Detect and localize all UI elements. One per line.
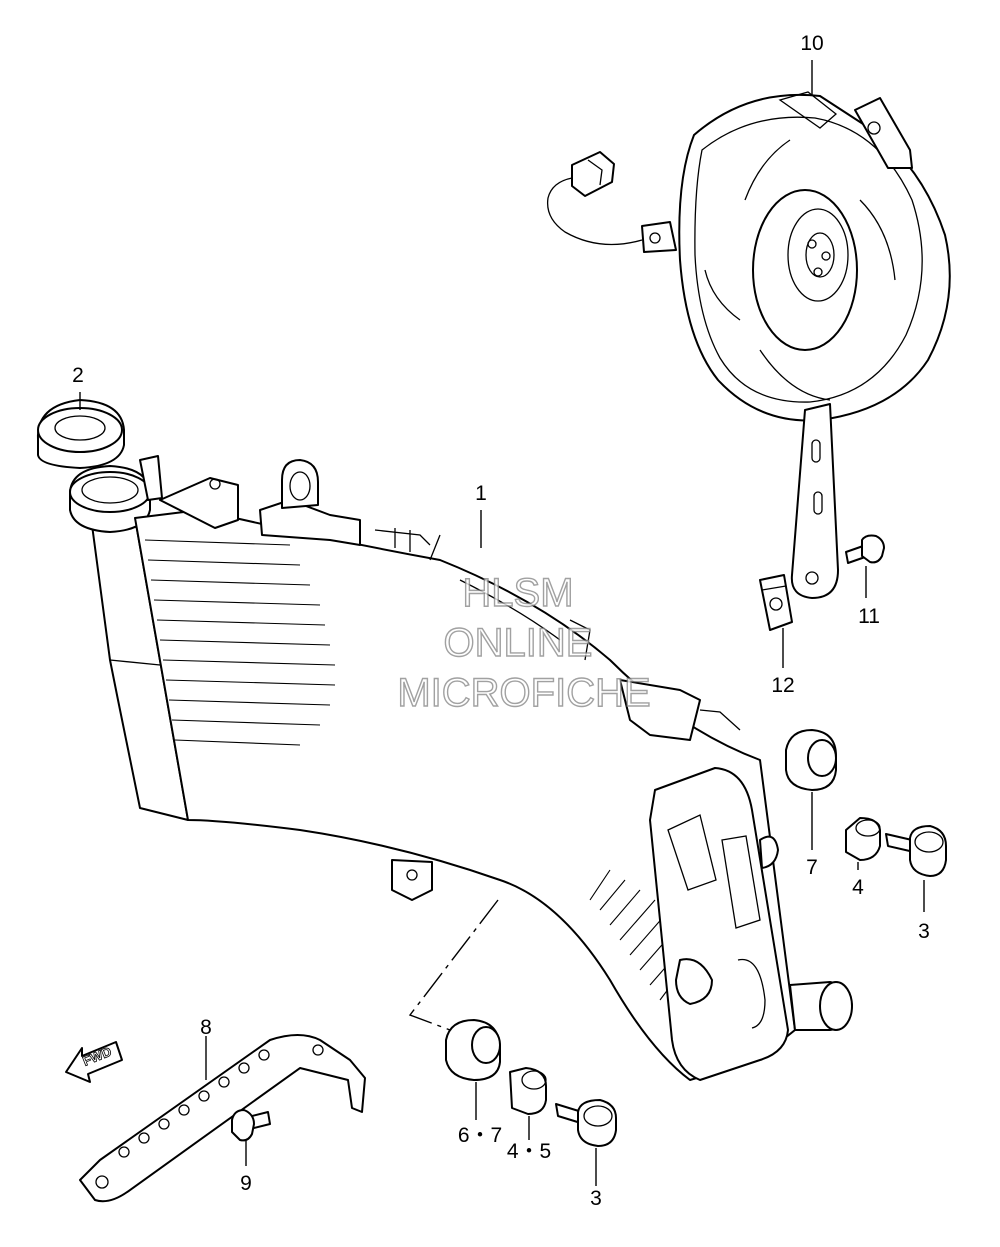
callout-7: 7: [806, 856, 818, 879]
watermark: HLSM ONLINE MICROFICHE: [397, 570, 652, 715]
watermark-line-2: ONLINE: [444, 621, 593, 665]
radiator: [69, 455, 853, 1081]
callout-1: 1: [475, 482, 487, 505]
callout-6-7: 6・7: [458, 1124, 502, 1147]
watermark-line-1: HLSM: [462, 571, 573, 615]
fwd-arrow-icon: FWD: [65, 1041, 123, 1083]
collar-lower: [509, 1067, 547, 1115]
radiator-cap: [36, 399, 125, 469]
cooling-fan: [546, 91, 951, 599]
callout-2: 2: [72, 364, 84, 387]
callout-10: 10: [800, 32, 823, 55]
radiator-bracket: [79, 1034, 366, 1203]
callout-3-lower: 3: [590, 1187, 602, 1210]
nut-clip-12: [759, 574, 793, 631]
callout-labels: 10 2 1 11 12 7 4 3 6・7 4・5 3 8 9: [72, 32, 930, 1210]
bolt-upper: [885, 825, 947, 877]
callout-8: 8: [200, 1016, 212, 1039]
callout-4: 4: [852, 876, 864, 899]
grommet-lower: [445, 1019, 501, 1081]
callout-11: 11: [858, 605, 880, 628]
leader-lines: [79, 60, 925, 1186]
callout-9: 9: [240, 1172, 252, 1195]
callout-4-5: 4・5: [507, 1140, 551, 1163]
grommet-upper: [785, 729, 837, 791]
collar-upper: [845, 817, 881, 861]
bolt-9: [231, 1109, 271, 1142]
callout-3-upper: 3: [918, 920, 930, 943]
watermark-line-3: MICROFICHE: [397, 671, 650, 715]
callout-12: 12: [771, 674, 794, 697]
bolt-11: [845, 534, 885, 564]
bolt-lower: [555, 1099, 617, 1147]
